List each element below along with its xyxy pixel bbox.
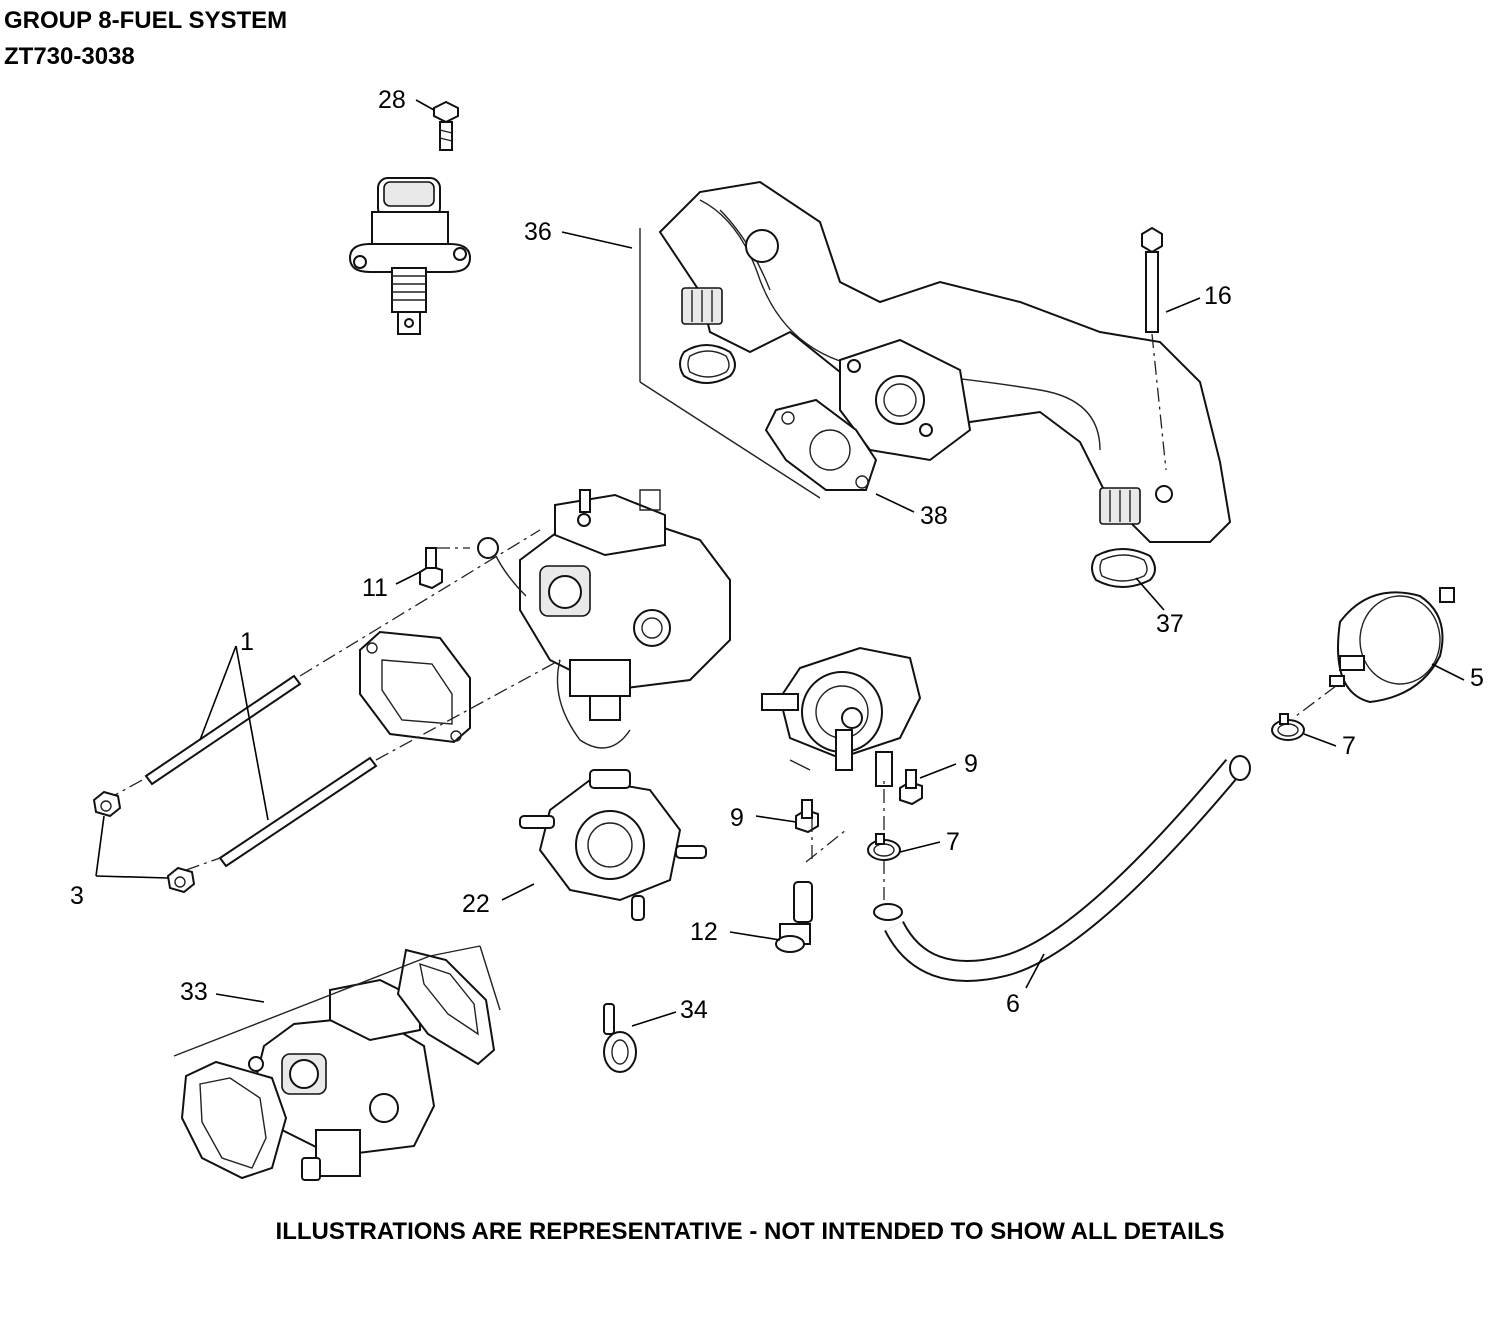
- callout-9-right: 9: [964, 750, 978, 778]
- leader-22: [501, 883, 535, 901]
- callout-22: 22: [462, 890, 490, 918]
- callout-28: 28: [378, 86, 406, 114]
- callout-6: 6: [1006, 990, 1020, 1018]
- callout-7-upper: 7: [1342, 732, 1356, 760]
- part-9-bolt-1: [899, 769, 923, 806]
- leader-7a: [1303, 733, 1337, 747]
- callout-3: 3: [70, 882, 84, 910]
- part-1-studs: [144, 674, 378, 868]
- leader-3a: [95, 815, 105, 877]
- filter-adapter: [761, 646, 922, 787]
- part-3-nut-2: [166, 866, 196, 894]
- callout-9-left: 9: [730, 804, 744, 832]
- part-37-gasket: [1091, 548, 1156, 588]
- part-28-bolt: [433, 100, 459, 151]
- callout-7-lower: 7: [946, 828, 960, 856]
- carburetor-assembly: [477, 489, 731, 749]
- leader-3b: [95, 875, 169, 879]
- leader-5: [1431, 663, 1465, 681]
- part-11-screw: [419, 547, 443, 590]
- part-38-gasket: [764, 398, 878, 491]
- leader-38: [875, 493, 915, 513]
- callout-33: 33: [180, 978, 208, 1006]
- leader-1b: [235, 645, 269, 821]
- part-9-bolt-2: [795, 799, 819, 834]
- carburetor-gasket: [359, 630, 471, 744]
- leader-7b: [899, 841, 941, 853]
- part-7-clamp-upper: [1271, 713, 1305, 741]
- callout-34: 34: [680, 996, 708, 1024]
- part-22-fuel-pump: [519, 769, 707, 921]
- leader-9b: [755, 815, 797, 823]
- part-5-fuel-filter: [1329, 587, 1455, 704]
- callout-1: 1: [240, 628, 254, 656]
- leader-1a: [199, 645, 237, 741]
- callout-12: 12: [690, 918, 718, 946]
- part-33-carburetor-kit: [180, 948, 496, 1181]
- leader-28: [415, 99, 435, 111]
- callout-16: 16: [1204, 282, 1232, 310]
- part-34-clip: [603, 1003, 637, 1073]
- idle-air-control-valve: [348, 177, 472, 335]
- leader-6: [1025, 953, 1045, 989]
- leader-9a: [919, 763, 957, 779]
- manifold-port-gasket-left: [679, 344, 736, 384]
- leader-36: [561, 231, 633, 249]
- callout-5: 5: [1470, 664, 1484, 692]
- leader-11: [395, 571, 421, 585]
- leader-37: [1135, 577, 1165, 611]
- part-12-elbow-fitting: [775, 881, 813, 953]
- part-16-bolt: [1141, 226, 1163, 333]
- disclaimer-note: ILLUSTRATIONS ARE REPRESENTATIVE - NOT I…: [275, 1218, 1225, 1245]
- callout-11: 11: [362, 574, 388, 602]
- part-7-clamp-lower: [867, 833, 901, 861]
- part-6-fuel-hose: [873, 755, 1251, 982]
- leader-33: [215, 993, 265, 1003]
- part-36-intake-manifold: [658, 180, 1232, 543]
- leader-34: [631, 1011, 677, 1027]
- callout-36: 36: [524, 218, 552, 246]
- part-3-nut-1: [92, 790, 122, 818]
- callout-38: 38: [920, 502, 948, 530]
- callout-37: 37: [1156, 610, 1184, 638]
- leader-12: [729, 931, 781, 941]
- model-number: ZT730-3038: [4, 43, 135, 70]
- leader-16: [1165, 297, 1201, 313]
- diagram-title: GROUP 8-FUEL SYSTEM: [4, 7, 288, 34]
